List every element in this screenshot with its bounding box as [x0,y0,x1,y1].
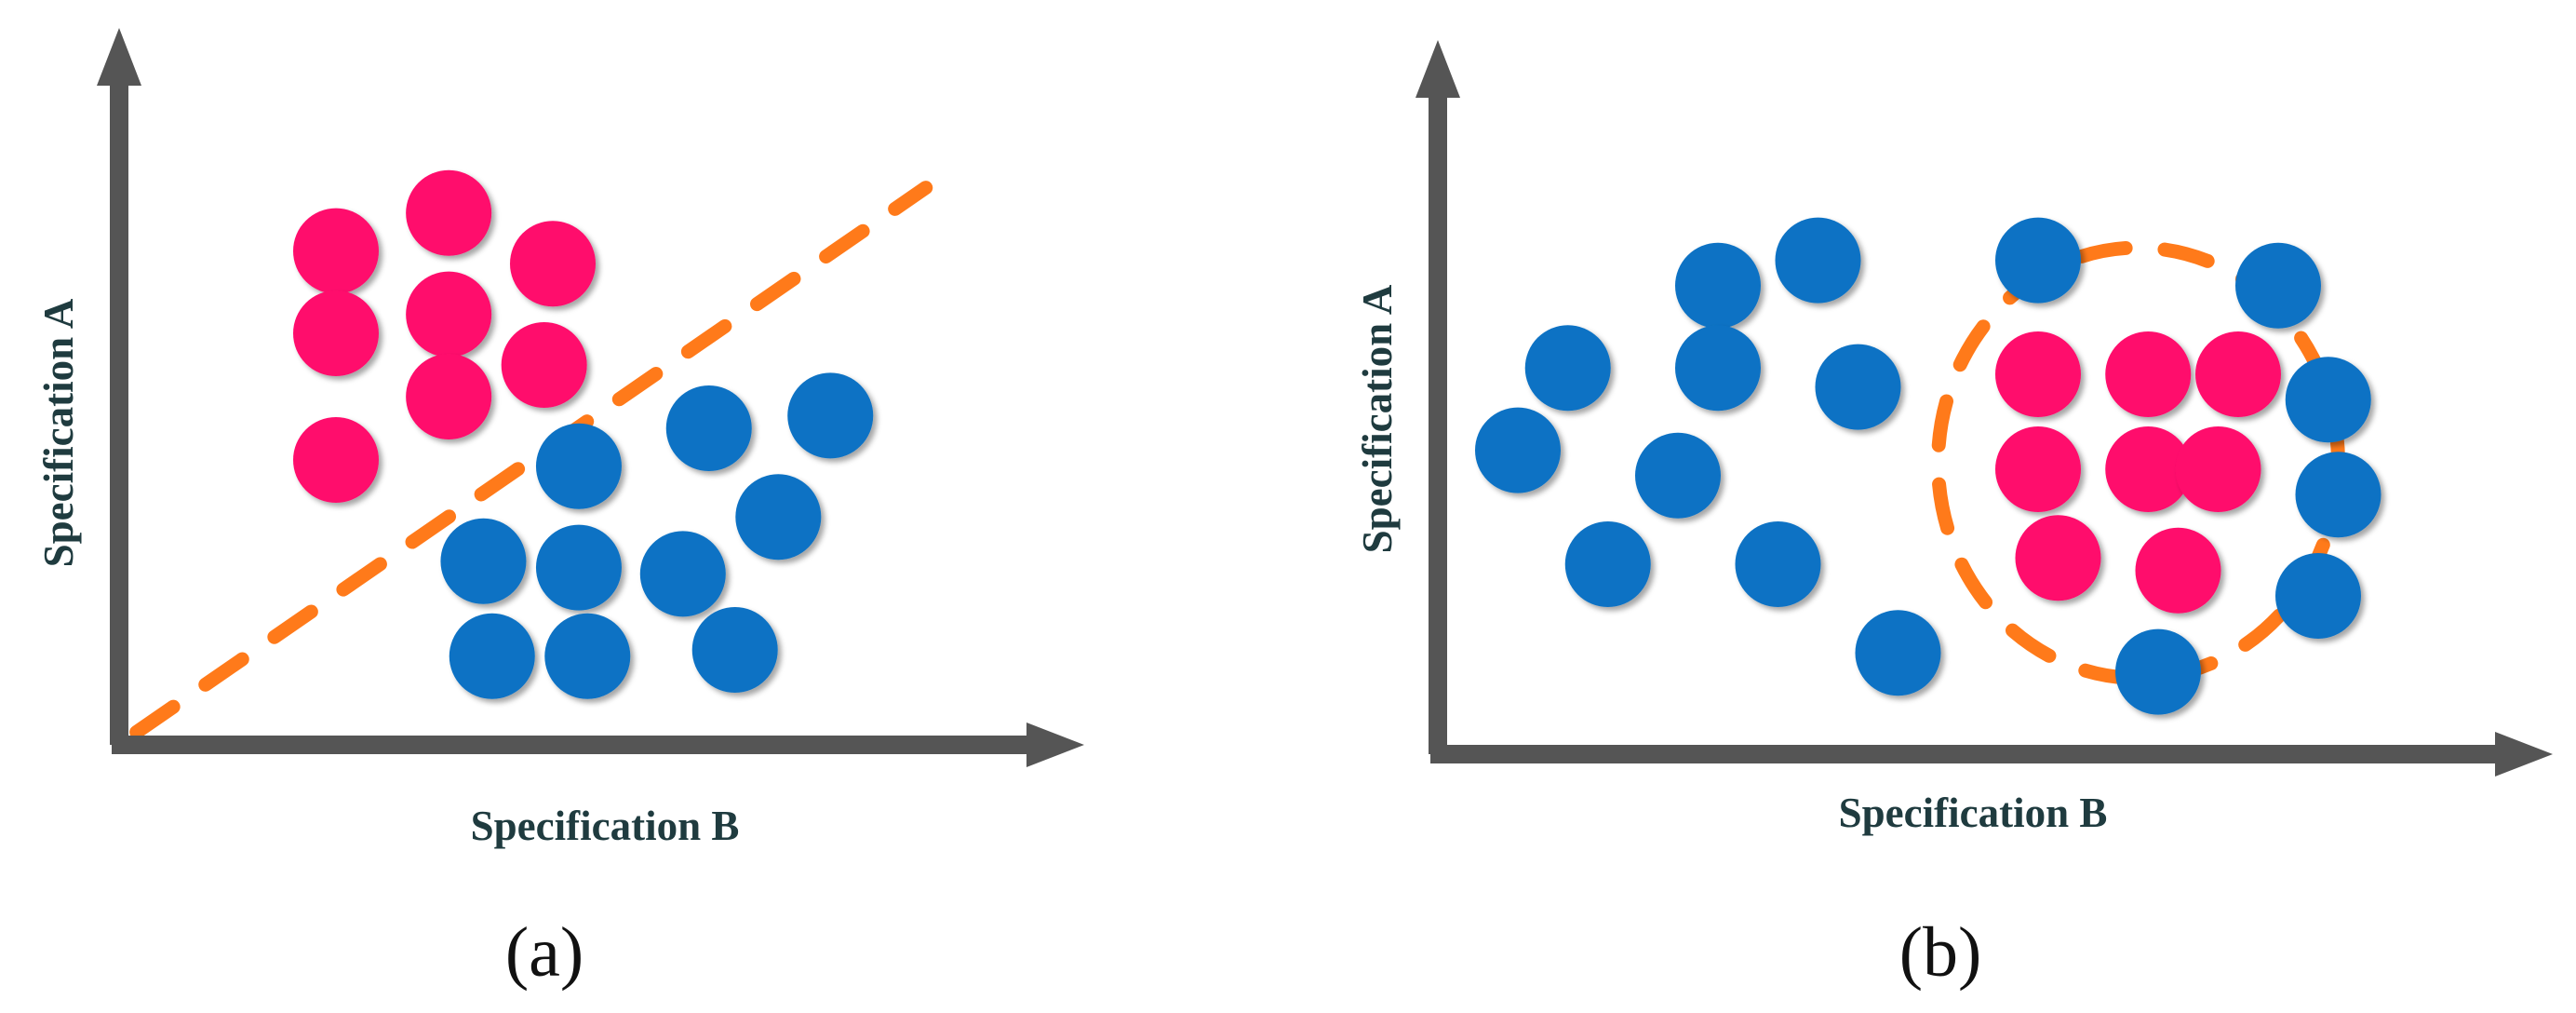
panel-a-blue-point-5 [735,474,822,561]
panel-b-pink-point-4 [1995,426,2081,512]
panel-a-pink-point-4 [406,271,492,358]
panel-b-pink-point-2 [2105,331,2192,417]
panel-a-blue-point-10 [691,607,778,693]
panel-a-pink-point-5 [293,290,379,376]
panel-b-blue-point-14 [2275,553,2361,639]
panel-a-points-layer [293,169,874,699]
panel-b-caption: (b) [1899,913,1982,992]
panel-b-blue-point-7 [1815,344,1901,430]
panel-b-blue-point-5 [1524,325,1611,412]
panel-b-blue-point-11 [2295,452,2381,538]
panel-a-blue-point-3 [535,423,622,509]
panel-a-pink-point-6 [501,322,587,408]
panel-a-x-axis-label: Specification B [471,803,740,849]
panel-b-x-axis-arrowhead [2495,732,2553,777]
panel-a-blue-point-9 [544,613,631,699]
panel-a-x-axis-arrowhead [1026,723,1084,767]
panel-a-pink-point-7 [406,354,492,439]
panel-b-blue-point-3 [1995,217,2081,304]
panel-b: Specification A Specification B (b) [1354,40,2553,992]
panel-b-pink-point-7 [2015,515,2101,601]
panel-b-blue-point-1 [1675,242,1761,329]
panel-a-y-axis-arrowhead [97,28,141,86]
panel-a-axes [97,28,1084,767]
panel-a-decision-boundary [129,181,933,739]
panel-b-blue-point-16 [2115,628,2201,715]
panel-b-pink-point-3 [2195,331,2281,417]
panel-b-pink-point-1 [1995,331,2081,417]
panel-a: Specification A Specification B (a) [35,28,1084,992]
panel-a-caption: (a) [505,913,584,992]
panel-b-blue-point-13 [1735,521,1821,607]
panel-a-y-axis-label: Specification A [35,298,82,567]
panel-b-blue-point-6 [1675,325,1761,412]
panel-b-points-layer [1475,217,2381,715]
panel-b-pink-point-6 [2175,426,2261,512]
panel-a-blue-point-2 [787,372,874,459]
panel-b-blue-point-4 [2235,242,2321,329]
panel-b-blue-point-8 [2285,357,2371,443]
panel-a-blue-point-6 [440,518,527,604]
panel-a-blue-point-1 [665,385,752,471]
panel-b-axes [1415,40,2553,777]
panel-b-y-axis-arrowhead [1415,40,1460,98]
panel-a-pink-point-8 [293,417,379,503]
panel-a-blue-point-8 [449,613,535,699]
panel-b-blue-point-15 [1855,610,1941,696]
panel-a-pink-point-3 [510,221,596,307]
panel-b-blue-point-12 [1564,521,1651,607]
panel-b-blue-point-10 [1635,432,1721,519]
panel-b-pink-point-5 [2105,426,2192,512]
panel-b-blue-point-9 [1475,407,1561,493]
panel-a-boundary-layer [129,181,933,739]
panel-b-y-axis-label: Specification A [1354,284,1401,553]
panel-a-blue-point-7 [535,524,622,611]
panel-a-pink-point-1 [293,208,379,294]
panel-a-blue-point-4 [639,531,726,617]
panel-a-pink-point-2 [406,169,492,256]
panel-b-x-axis-label: Specification B [1839,790,2108,836]
panel-b-blue-point-2 [1775,217,1861,304]
panel-b-pink-point-8 [2135,527,2221,614]
